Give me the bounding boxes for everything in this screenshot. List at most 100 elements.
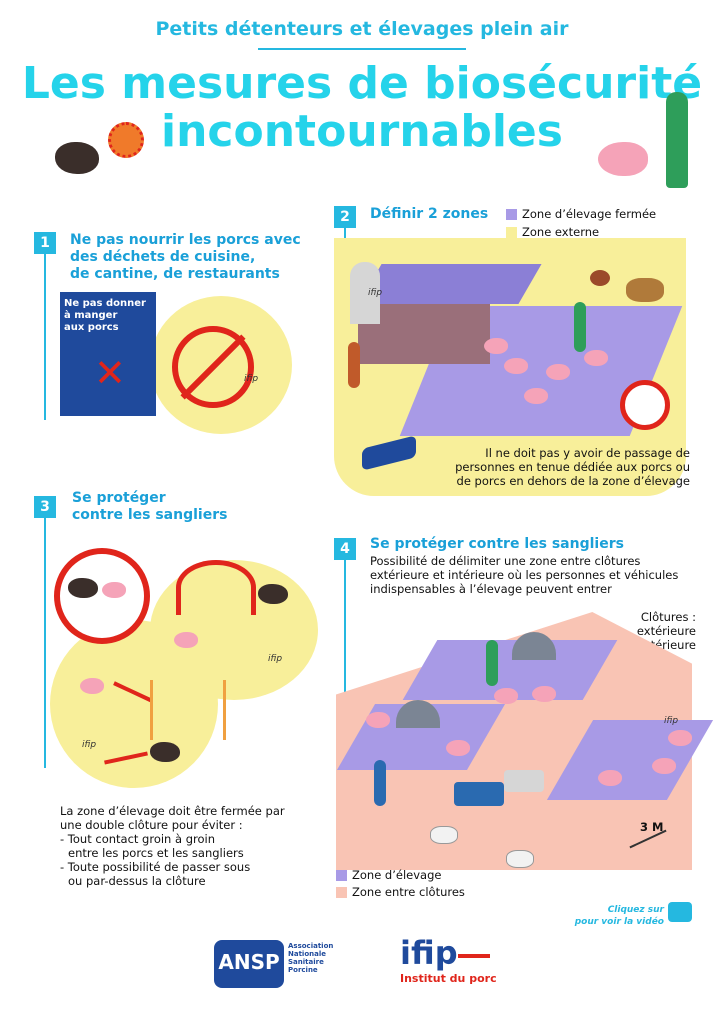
ansp-name-line: Porcine [288, 966, 318, 974]
pig [598, 770, 622, 786]
fence-outer-label: extérieure [636, 624, 696, 638]
pig [532, 686, 556, 702]
step3-line [44, 508, 46, 768]
cow-illustration [626, 278, 664, 302]
ifip-watermark: ifip [244, 374, 259, 384]
step4-line [344, 552, 346, 692]
legend-closed-zone: Zone d’élevage fermée [522, 207, 657, 221]
video-link-line: pour voir la vidéo [574, 917, 664, 927]
ifip-watermark: ifip [82, 740, 97, 750]
legend-external-zone: Zone externe [522, 225, 600, 239]
barn-roof [358, 264, 542, 304]
step3-title: Se protéger contre les sangliers [72, 490, 227, 524]
sign-text: Ne pas donner à manger aux porcs [60, 292, 156, 340]
legend-swatch-closed-zone [506, 209, 517, 220]
distance-label: 3 M [640, 820, 664, 834]
subtitle: Petits détenteurs et élevages plein air [155, 18, 569, 40]
title-line-2: incontournables [161, 106, 563, 157]
step3-bullet: entre les porcs et les sangliers [68, 846, 244, 860]
pig [366, 712, 390, 728]
step3-bullet: ou par-dessus la clôture [68, 874, 206, 888]
ifip-watermark: ifip [664, 716, 679, 726]
step2-note-line: personnes en tenue dédiée aux porcs ou [455, 460, 690, 474]
title-line-1: Les mesures de biosécurité [21, 58, 703, 109]
step1-line [44, 244, 46, 420]
legend-swatch-between-fences [336, 887, 347, 898]
ansp-full-name: Association Nationale Sanitaire Porcine [288, 942, 333, 974]
double-fence [150, 680, 226, 740]
video-link[interactable]: Cliquez sur pour voir la vidéo [560, 904, 664, 928]
step4-desc-line: indispensables à l’élevage peuvent entre… [370, 582, 612, 596]
step2-note: Il ne doit pas y avoir de passage de per… [400, 446, 690, 488]
hut-illustration [396, 700, 440, 728]
step1-title-line: des déchets de cuisine, [70, 249, 256, 265]
video-camera-icon[interactable] [668, 902, 692, 922]
legend-breeding-zone: Zone d’élevage [352, 868, 442, 882]
step4-number: 4 [334, 538, 356, 560]
barn-wall [358, 304, 490, 364]
farmer-illustration [574, 302, 586, 352]
step1-title: Ne pas nourrir les porcs avec des déchet… [70, 232, 320, 283]
step4-title: Se protéger contre les sangliers [370, 536, 624, 552]
farmer-illustration [486, 640, 498, 686]
step2-farm-scene: ifip [334, 238, 686, 496]
pig [584, 350, 608, 366]
ifip-watermark: ifip [368, 288, 383, 298]
wild-boar [68, 578, 98, 598]
virus-icon [108, 122, 144, 158]
pig [80, 678, 104, 694]
step4-desc-line: Possibilité de délimiter une zone entre … [370, 554, 641, 568]
sign-text-line: Ne pas donner [64, 298, 146, 309]
hut-illustration [512, 632, 556, 660]
step3-text: La zone d’élevage doit être fermée par u… [60, 804, 320, 888]
legend-swatch-external-zone [506, 227, 517, 238]
ansp-name-line: Association [288, 942, 334, 950]
no-feeding-sign: Ne pas donner à manger aux porcs ✕ [60, 292, 156, 416]
prohibited-contact-icon [54, 548, 150, 644]
step2-note-line: de porcs en dehors de la zone d’élevage [456, 474, 690, 488]
wild-boar [258, 584, 288, 604]
ifip-logo-bar [458, 954, 490, 958]
ansp-name-line: Sanitaire [288, 958, 324, 966]
step3-text-line: une double clôture pour éviter : [60, 818, 243, 832]
pig [668, 730, 692, 746]
cross-icon: ✕ [94, 351, 126, 395]
sign-text-line: aux porcs [64, 322, 119, 333]
person-illustration [374, 760, 386, 806]
fence-labels: Clôtures : extérieure intérieure [612, 610, 696, 652]
farmer-illustration [666, 92, 688, 188]
visitor-illustration [348, 342, 360, 388]
ansp-logo: ANSP [214, 940, 284, 988]
step3-number: 3 [34, 496, 56, 518]
pig [652, 758, 676, 774]
sheep-illustration [506, 850, 534, 868]
jump-arrow-icon [176, 560, 256, 615]
silo [350, 262, 380, 324]
sheep-illustration [430, 826, 458, 844]
legend-between-fences: Zone entre clôtures [352, 885, 465, 899]
step3-title-line: Se protéger [72, 490, 166, 506]
pig [174, 632, 198, 648]
wild-boar [150, 742, 180, 762]
step2-number: 2 [334, 206, 356, 228]
step3-text-line: La zone d’élevage doit être fermée par [60, 804, 285, 818]
pig [546, 364, 570, 380]
step3-title-line: contre les sangliers [72, 507, 228, 523]
title-divider [258, 48, 466, 50]
prohibited-person-icon [620, 380, 670, 430]
wild-boar-illustration [55, 142, 99, 174]
prohibited-food-icon [172, 326, 254, 408]
step3-bullet: - Toute possibilité de passer sous [60, 860, 251, 874]
step1-title-line: de cantine, de restaurants [70, 266, 280, 282]
step1-number: 1 [34, 232, 56, 254]
pig [524, 388, 548, 404]
video-link-line: Cliquez sur [607, 905, 664, 915]
tractor-illustration [454, 782, 504, 806]
ifip-logo: ifip [400, 934, 458, 972]
page-title: Les mesures de biosécurité incontournabl… [0, 60, 724, 156]
pig [494, 688, 518, 704]
pig [484, 338, 508, 354]
step4-desc-line: extérieure et intérieure où les personne… [370, 568, 679, 582]
ifip-watermark: ifip [268, 654, 283, 664]
step3-bullet: - Tout contact groin à groin [60, 832, 216, 846]
